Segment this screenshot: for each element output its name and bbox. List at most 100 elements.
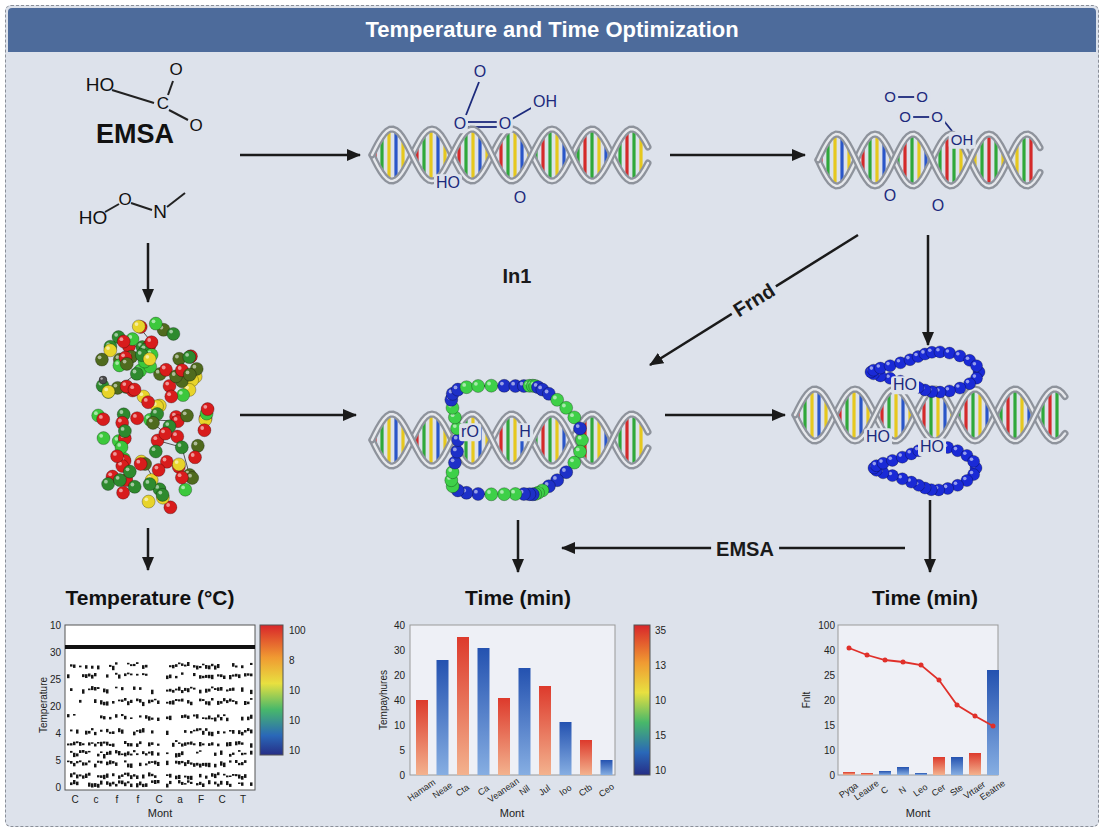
- gel-speck: [250, 663, 253, 665]
- gel-speck: [217, 731, 220, 734]
- axis-label: 10: [289, 715, 300, 726]
- base-pair: [1055, 389, 1058, 440]
- bead-highlight: [193, 365, 197, 369]
- gel-speck: [73, 772, 76, 774]
- title-bar: Temperature and Time Optimization: [8, 8, 1096, 52]
- gel-speck: [103, 742, 106, 744]
- gel-speck: [202, 699, 205, 701]
- bond-line: [131, 203, 152, 210]
- dna-strand-highlight: [818, 134, 1040, 186]
- gel-speck: [94, 732, 97, 735]
- gel-speck: [73, 780, 76, 784]
- gel-speck: [196, 783, 199, 785]
- gel-speck: [208, 665, 211, 669]
- gel-speck: [250, 715, 253, 719]
- bead-highlight: [119, 489, 123, 493]
- protein-bead: [147, 416, 160, 429]
- gel-speck: [118, 700, 121, 702]
- gel-speck: [109, 783, 112, 787]
- gel-speck: [85, 731, 88, 735]
- base-pair: [859, 392, 862, 438]
- protein-bead: [175, 441, 188, 454]
- bead-highlight: [877, 364, 881, 368]
- base-pair: [548, 129, 551, 180]
- bond-line: [167, 193, 185, 207]
- gel-speck: [172, 690, 175, 693]
- gel-speck: [151, 730, 154, 733]
- bead-highlight: [570, 458, 574, 462]
- gel-speck: [205, 718, 208, 720]
- gel-speck: [154, 775, 157, 778]
- gel-speck: [115, 687, 118, 689]
- gel-speck: [193, 673, 196, 676]
- gel-speck: [178, 699, 181, 701]
- gel-speck: [241, 717, 244, 721]
- flow-arrow: [665, 414, 785, 417]
- gel-speck: [145, 674, 148, 676]
- bead-highlight: [946, 349, 950, 353]
- gel-speck: [115, 750, 118, 753]
- gel-speck: [145, 783, 148, 787]
- gel-speck: [190, 762, 193, 764]
- base-pair: [625, 416, 628, 464]
- bar: [539, 686, 551, 775]
- gel-speck: [205, 763, 208, 767]
- base-pair: [840, 136, 843, 184]
- gel-speck: [166, 717, 169, 720]
- gel-speck: [142, 784, 145, 787]
- gel-speck: [79, 760, 82, 762]
- line-marker: [919, 663, 924, 668]
- protein-bead: [95, 353, 108, 366]
- bead-highlight: [165, 382, 169, 386]
- gel-speck: [202, 731, 205, 735]
- gel-speck: [112, 761, 115, 764]
- axis-label: f: [116, 794, 119, 805]
- bond-line: [466, 82, 479, 115]
- gel-speck: [202, 743, 205, 745]
- gel-speck: [136, 699, 139, 702]
- bead-highlight: [144, 497, 148, 501]
- plot-area: [65, 625, 255, 790]
- chemical-label: H: [517, 423, 533, 441]
- gel-speck: [244, 753, 247, 755]
- gel-speck: [121, 730, 124, 734]
- bead-highlight: [474, 382, 478, 386]
- gel-speck: [154, 761, 157, 765]
- line-marker: [955, 703, 960, 708]
- gel-speck: [220, 717, 223, 720]
- protein-bead: [175, 471, 188, 484]
- gel-speck: [145, 753, 148, 755]
- axis-label: 0: [55, 782, 61, 793]
- gel-speck: [208, 743, 211, 746]
- bead-highlight: [99, 434, 103, 438]
- gel-speck: [169, 675, 172, 679]
- bead-highlight: [155, 466, 159, 470]
- bar: [915, 773, 927, 775]
- bead-highlight: [183, 411, 187, 415]
- flow-arrow: [240, 154, 360, 157]
- chemical-label: O: [929, 109, 945, 126]
- bead-highlight: [487, 490, 491, 494]
- axis-label: Fnlt: [801, 692, 812, 709]
- gel-speck: [208, 701, 211, 705]
- bead-highlight: [116, 476, 120, 480]
- gel-speck: [115, 673, 118, 675]
- gel-speck: [205, 675, 208, 678]
- gel-speck: [70, 730, 73, 732]
- bead-highlight: [203, 405, 207, 409]
- bead-highlight: [448, 468, 452, 472]
- gel-speck: [70, 743, 73, 745]
- gel-speck: [250, 751, 253, 755]
- base-pair: [1048, 391, 1051, 439]
- gel-speck: [181, 715, 184, 718]
- figure-label: In1: [503, 265, 532, 287]
- bead-highlight: [956, 352, 960, 356]
- protein-backbone: [451, 386, 582, 495]
- bead-highlight: [178, 473, 182, 477]
- gel-speck: [112, 782, 115, 785]
- chemical-label: O: [452, 115, 468, 133]
- gel-speck: [250, 782, 253, 786]
- gel-speck: [121, 687, 124, 690]
- axis-label: a: [177, 794, 183, 805]
- gel-speck: [148, 716, 151, 720]
